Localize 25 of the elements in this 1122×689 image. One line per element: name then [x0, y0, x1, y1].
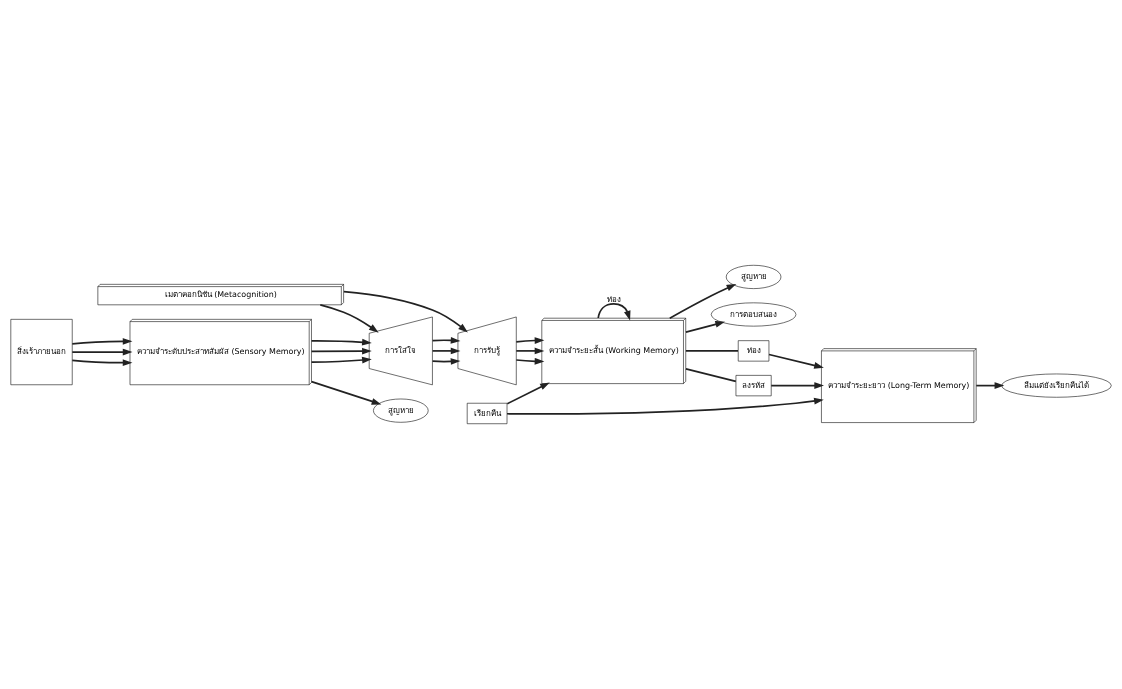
arrow	[770, 382, 824, 389]
arrow	[506, 382, 550, 405]
arrow	[310, 380, 382, 405]
arrow	[310, 347, 372, 355]
arrow	[71, 338, 133, 345]
arrow	[343, 290, 468, 333]
arrow	[685, 321, 726, 333]
connector	[685, 350, 739, 352]
arrow	[319, 304, 379, 333]
arrow	[515, 357, 545, 365]
arrow	[71, 348, 133, 356]
arrow	[431, 336, 461, 344]
arrow	[431, 347, 461, 355]
arrow	[975, 382, 1005, 389]
arrow	[768, 353, 824, 369]
arrow	[310, 356, 372, 364]
arrow	[515, 347, 545, 355]
arrow	[431, 358, 461, 365]
connector	[685, 367, 737, 383]
arrow	[71, 359, 133, 367]
arrow	[668, 284, 737, 320]
arrow	[515, 337, 545, 344]
arrow	[310, 338, 372, 346]
arrow	[506, 397, 824, 415]
arrow	[597, 303, 631, 321]
